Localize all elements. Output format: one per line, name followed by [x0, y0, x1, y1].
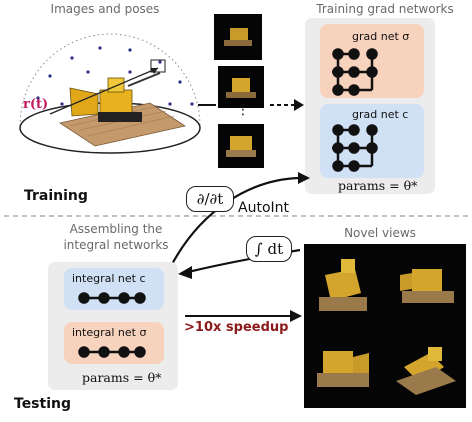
- ray-label: r(t): [23, 97, 49, 112]
- integral-net-c-graph: [78, 292, 146, 304]
- novel-views-caption: Novel views: [344, 226, 416, 240]
- integral-params-label: params = θ*: [82, 370, 162, 385]
- novel-views-grid: [304, 244, 466, 408]
- assembling-caption-line2: integral networks: [63, 238, 169, 252]
- novel-view-3: [305, 327, 384, 407]
- assembling-caption-line1: Assembling the: [69, 222, 163, 236]
- autoint-label: AutoInt: [238, 200, 289, 216]
- integral-net-sigma-box: [64, 322, 164, 364]
- train-test-separator: [4, 215, 470, 217]
- capture-hemisphere-illustration: [19, 33, 201, 154]
- grad-params-label: params = θ*: [338, 178, 418, 193]
- integral-operator-box: ∫ dt: [246, 236, 292, 262]
- novel-view-1: [305, 245, 384, 325]
- grad-net-sigma-title: grad net σ: [352, 30, 410, 43]
- input-image-2: [218, 66, 264, 108]
- input-image-1: [214, 14, 262, 60]
- images-to-training-arrow: [198, 99, 304, 111]
- integral-net-sigma-graph: [78, 346, 146, 358]
- integral-net-c-title: integral net c: [72, 272, 146, 285]
- grad-net-sigma-graph: [332, 48, 378, 96]
- training-label: Training: [24, 188, 88, 204]
- grad-net-c-graph: [332, 124, 378, 172]
- grad-net-c-title: grad net c: [352, 108, 409, 121]
- training-grad-networks-caption: Training grad networks: [316, 2, 454, 16]
- testing-label: Testing: [14, 396, 71, 412]
- integral-net-sigma-title: integral net σ: [72, 326, 147, 339]
- derivative-operator-box: ∂/∂t: [186, 186, 234, 212]
- novel-view-2: [386, 245, 465, 325]
- input-image-3: [218, 124, 264, 168]
- integral-net-c-box: [64, 268, 164, 310]
- speedup-label: >10x speedup: [184, 320, 289, 335]
- images-and-poses-caption: Images and poses: [50, 2, 160, 16]
- novel-view-4: [386, 327, 465, 407]
